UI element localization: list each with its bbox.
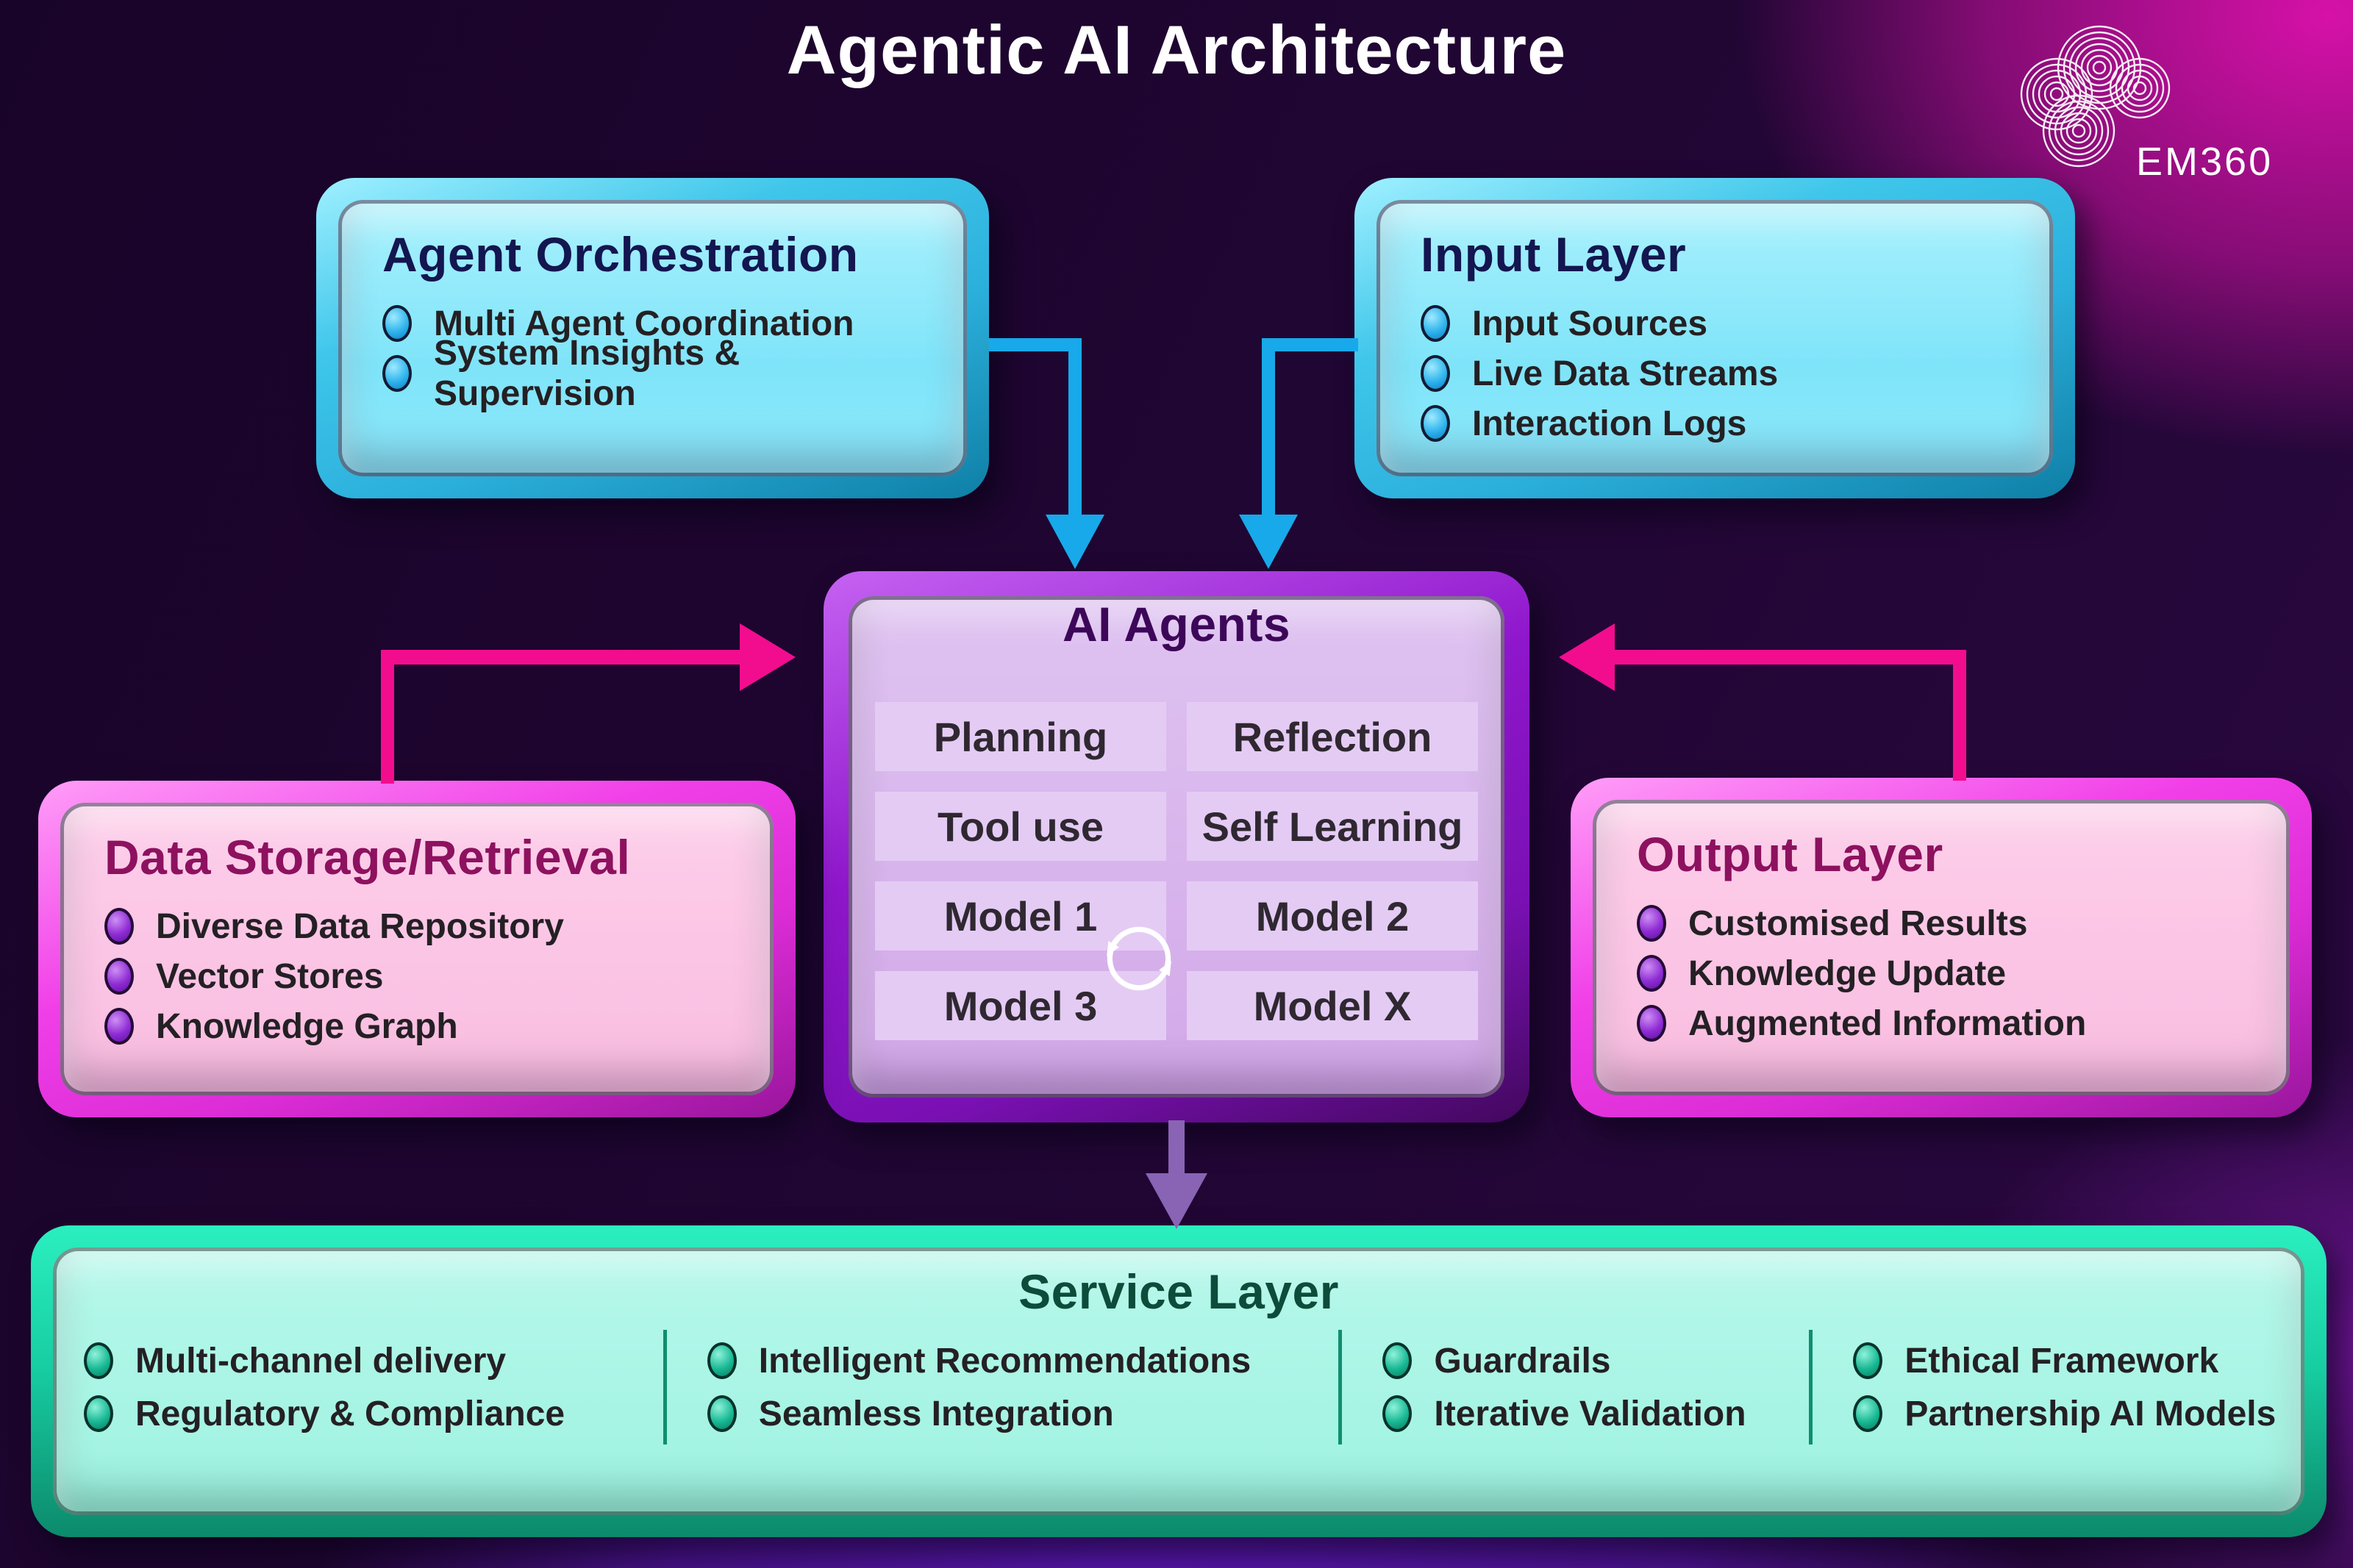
list-item: Vector Stores	[104, 951, 740, 1001]
bullet-label: Partnership AI Models	[1904, 1394, 2277, 1433]
bullet-dot-icon	[84, 1342, 113, 1379]
bullet-label: Vector Stores	[156, 956, 384, 996]
bullet-label: Iterative Validation	[1434, 1394, 1746, 1433]
bullet-dot-icon	[104, 1008, 134, 1045]
bullet-dot-icon	[1421, 305, 1450, 342]
bullet-label: Live Data Streams	[1472, 354, 1779, 393]
bullet-label: Multi-channel delivery	[135, 1341, 507, 1381]
box-agent-orchestration: Agent Orchestration Multi Agent Coordina…	[316, 178, 989, 498]
arrowhead-down-icon	[1146, 1173, 1207, 1229]
list-item: Live Data Streams	[1421, 348, 2019, 398]
arrowhead-left-icon	[1559, 623, 1615, 691]
list-item: Knowledge Graph	[104, 1001, 740, 1051]
box-data-storage-retrieval: Data Storage/Retrieval Diverse Data Repo…	[38, 781, 796, 1117]
bullet-label: Augmented Information	[1688, 1003, 2087, 1043]
em360-logo: EM360	[2020, 25, 2273, 184]
bullet-dot-icon	[1382, 1342, 1413, 1379]
list-item: Regulatory & Compliance	[84, 1387, 656, 1440]
bullet-label: Interaction Logs	[1472, 404, 1747, 443]
ai-capability-cell: Planning	[875, 702, 1166, 771]
arrowhead-right-icon	[740, 623, 796, 691]
arrowhead-down-icon	[1046, 515, 1104, 569]
em360-swirl-icon	[2020, 25, 2171, 168]
bullet-dot-icon	[707, 1342, 737, 1379]
bullet-dot-icon	[104, 908, 134, 945]
cycle-refresh-icon	[1107, 926, 1171, 991]
ai-model-cell: Model 1	[875, 881, 1166, 951]
list-item: Intelligent Recommendations	[707, 1334, 1332, 1387]
service-column: Intelligent Recommendations Seamless Int…	[663, 1330, 1339, 1445]
ai-agents-grid: Planning Reflection Tool use Self Learni…	[875, 702, 1478, 1040]
bullet-label: Customised Results	[1688, 903, 2028, 943]
bullet-label: Diverse Data Repository	[156, 906, 564, 946]
bullet-dot-icon	[1853, 1395, 1883, 1432]
bullet-dot-icon	[382, 305, 412, 342]
bullet-dot-icon	[382, 355, 412, 392]
data-storage-title: Data Storage/Retrieval	[104, 830, 631, 884]
bullet-label: System Insights & Supervision	[434, 334, 740, 413]
bullet-dot-icon	[707, 1395, 737, 1432]
box-panel	[53, 1247, 2304, 1515]
list-item: Multi Agent Coordination	[382, 298, 933, 348]
ai-capability-cell: Reflection	[1187, 702, 1478, 771]
box-panel	[338, 200, 967, 476]
list-item: Multi-channel delivery	[84, 1334, 656, 1387]
ai-model-cell: Model X	[1187, 971, 1478, 1040]
service-column: Multi-channel delivery Regulatory & Comp…	[53, 1330, 663, 1445]
bullet-dot-icon	[1637, 955, 1666, 992]
em360-logo-text: EM360	[2136, 140, 2273, 184]
list-item: System Insights & Supervision	[382, 334, 933, 413]
bullet-dot-icon	[1637, 1005, 1666, 1042]
bullet-label: Ethical Framework	[1904, 1341, 2219, 1381]
ai-model-cell: Model 3	[875, 971, 1166, 1040]
bullet-label: Multi Agent Coordination	[434, 304, 854, 343]
list-item: Augmented Information	[1637, 998, 2256, 1048]
bullet-label: Input Sources	[1472, 304, 1708, 343]
service-column: Ethical Framework Partnership AI Models	[1809, 1330, 2304, 1445]
agent-orchestration-title: Agent Orchestration	[382, 227, 859, 282]
list-item: Guardrails	[1382, 1334, 1802, 1387]
bullet-dot-icon	[104, 958, 134, 995]
ai-model-cell: Model 2	[1187, 881, 1478, 951]
list-item: Diverse Data Repository	[104, 901, 740, 951]
bullet-label: Guardrails	[1434, 1341, 1611, 1381]
bullet-dot-icon	[1637, 905, 1666, 942]
ai-capability-cell: Self Learning	[1187, 792, 1478, 861]
bullet-label: Knowledge Update	[1688, 953, 2007, 993]
bullet-dot-icon	[1421, 405, 1450, 442]
ai-capability-cell: Tool use	[875, 792, 1166, 861]
box-output-layer: Output Layer Customised Results Knowledg…	[1571, 778, 2312, 1117]
service-column: Guardrails Iterative Validation	[1338, 1330, 1809, 1445]
bullet-dot-icon	[1421, 355, 1450, 392]
list-item: Knowledge Update	[1637, 948, 2256, 998]
box-panel	[1377, 200, 2053, 476]
list-item: Seamless Integration	[707, 1387, 1332, 1440]
bullet-dot-icon	[1382, 1395, 1413, 1432]
bullet-label: Regulatory & Compliance	[135, 1394, 565, 1433]
list-item: Input Sources	[1421, 298, 2019, 348]
box-ai-agents: AI Agents Planning Reflection Tool use S…	[824, 571, 1529, 1123]
input-layer-title: Input Layer	[1421, 227, 1687, 282]
arrowhead-down-icon	[1239, 515, 1298, 569]
box-service-layer: Service Layer Multi-channel delivery Reg…	[31, 1225, 2327, 1537]
bullet-dot-icon	[84, 1395, 113, 1432]
list-item: Interaction Logs	[1421, 398, 2019, 448]
bullet-dot-icon	[1853, 1342, 1883, 1379]
box-input-layer: Input Layer Input Sources Live Data Stre…	[1354, 178, 2075, 498]
output-layer-title: Output Layer	[1637, 827, 1943, 881]
list-item: Ethical Framework	[1853, 1334, 2297, 1387]
ai-agents-title: AI Agents	[1062, 597, 1291, 651]
bullet-label: Intelligent Recommendations	[758, 1341, 1252, 1381]
service-layer-title: Service Layer	[1018, 1264, 1339, 1319]
bullet-label: Seamless Integration	[758, 1394, 1114, 1433]
list-item: Partnership AI Models	[1853, 1387, 2297, 1440]
list-item: Customised Results	[1637, 898, 2256, 948]
box-panel	[60, 803, 774, 1095]
bullet-label: Knowledge Graph	[156, 1006, 458, 1046]
box-panel	[1593, 800, 2290, 1095]
list-item: Iterative Validation	[1382, 1387, 1802, 1440]
page-title: Agentic AI Architecture	[786, 11, 1567, 88]
service-layer-columns: Multi-channel delivery Regulatory & Comp…	[53, 1320, 2304, 1445]
